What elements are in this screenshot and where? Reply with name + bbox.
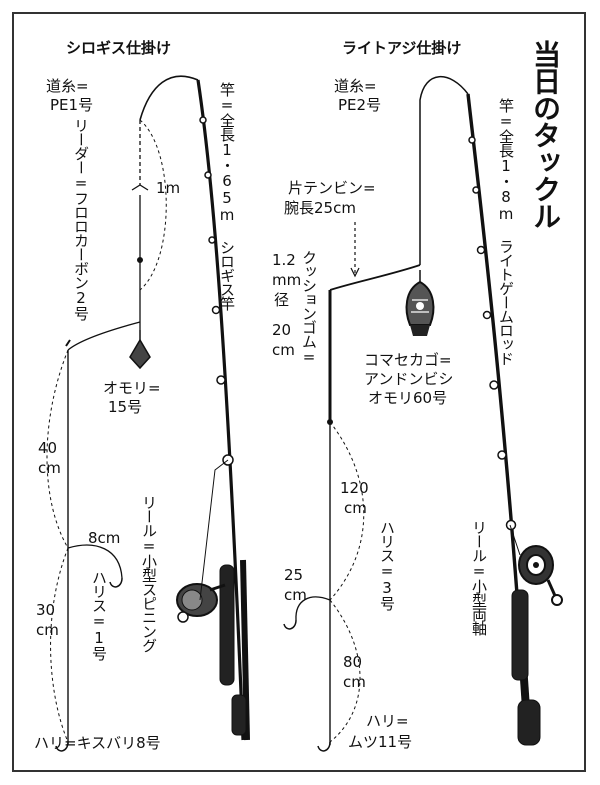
left-leader [131, 119, 167, 330]
right-len-80: 80 [343, 653, 363, 671]
kago-line-2: アンドンビシ [364, 370, 454, 388]
kago-line-3: オモリ60号 [368, 389, 448, 407]
left-len-40: 40 [38, 439, 58, 457]
left-len-30: 30 [36, 601, 56, 619]
right-line-to-reel [509, 524, 521, 556]
left-main-line-value: PE1号 [50, 96, 94, 114]
left-len-8: 8cm [88, 529, 121, 547]
left-main-line [139, 75, 199, 121]
right-reel [518, 545, 563, 606]
left-sinker-label: オモリ= [103, 379, 161, 397]
right-main-line-value: PE2号 [338, 96, 382, 114]
right-komase-kago [405, 270, 435, 336]
page-title: 当日のタックル [529, 40, 562, 229]
right-hook-value: ムツ11号 [348, 733, 413, 751]
right-main-line-label: 道糸= [334, 77, 377, 95]
right-hook-label: ハリ= [366, 712, 409, 730]
left-rod [139, 75, 250, 741]
right-len-25: 25 [284, 566, 304, 584]
left-main-line-label: 道糸= [46, 77, 89, 95]
right-len-80-unit: cm [343, 673, 366, 691]
cushion-label: クッションゴム= [300, 250, 318, 365]
diagram-frame [12, 12, 586, 772]
leader-length-arc [139, 119, 167, 291]
left-len-40-unit: cm [38, 459, 61, 477]
right-tenbin [329, 222, 421, 291]
cushion-dim-c: 径 [274, 291, 290, 309]
right-harisu-label: ハリス=3号 [378, 520, 396, 610]
right-cushion-and-harisu [283, 290, 365, 752]
cushion-dim-b: mm [272, 271, 302, 289]
left-leader-label: リーダー=フロロカーボン2号 [72, 118, 90, 338]
cushion-dim-e: cm [272, 341, 295, 359]
right-main-line [419, 76, 469, 265]
tenbin-label: 片テンビン= [288, 179, 376, 197]
left-rig-heading: シロギス仕掛け [66, 39, 172, 57]
left-reel [176, 583, 226, 623]
tenbin-value: 腕長25cm [284, 199, 356, 217]
leader-text: リーダー=フロロカーボン2号 [72, 118, 90, 320]
leader-length-label: 1m [156, 179, 181, 197]
right-rig-heading: ライトアジ仕掛け [342, 39, 462, 57]
right-len-120-unit: cm [344, 499, 367, 517]
right-reel-label: リール=小型両軸 [470, 520, 488, 635]
left-rod-label: 竿=全長1・65m シロギス竿 [218, 82, 236, 310]
cushion-dim-a: 1.2 [272, 251, 296, 269]
left-hook-label: ハリ=キスバリ8号 [34, 734, 161, 752]
right-rod [419, 76, 541, 746]
right-len-120: 120 [340, 479, 369, 497]
left-sinker-value: 15号 [108, 398, 143, 416]
cushion-dim-d: 20 [272, 321, 292, 339]
left-harisu-label: ハリス=1号 [90, 570, 108, 660]
left-reel-label: リール=小型スピニング [140, 495, 158, 652]
right-rod-label: 竿=全長1・8m ライトゲームロッド [497, 98, 515, 365]
left-len-30-unit: cm [36, 621, 59, 639]
left-branch [46, 321, 141, 752]
left-sinker [129, 330, 151, 370]
right-len-25-unit: cm [284, 586, 307, 604]
left-line-to-reel [199, 459, 229, 601]
kago-line-1: コマセカゴ= [364, 351, 452, 369]
